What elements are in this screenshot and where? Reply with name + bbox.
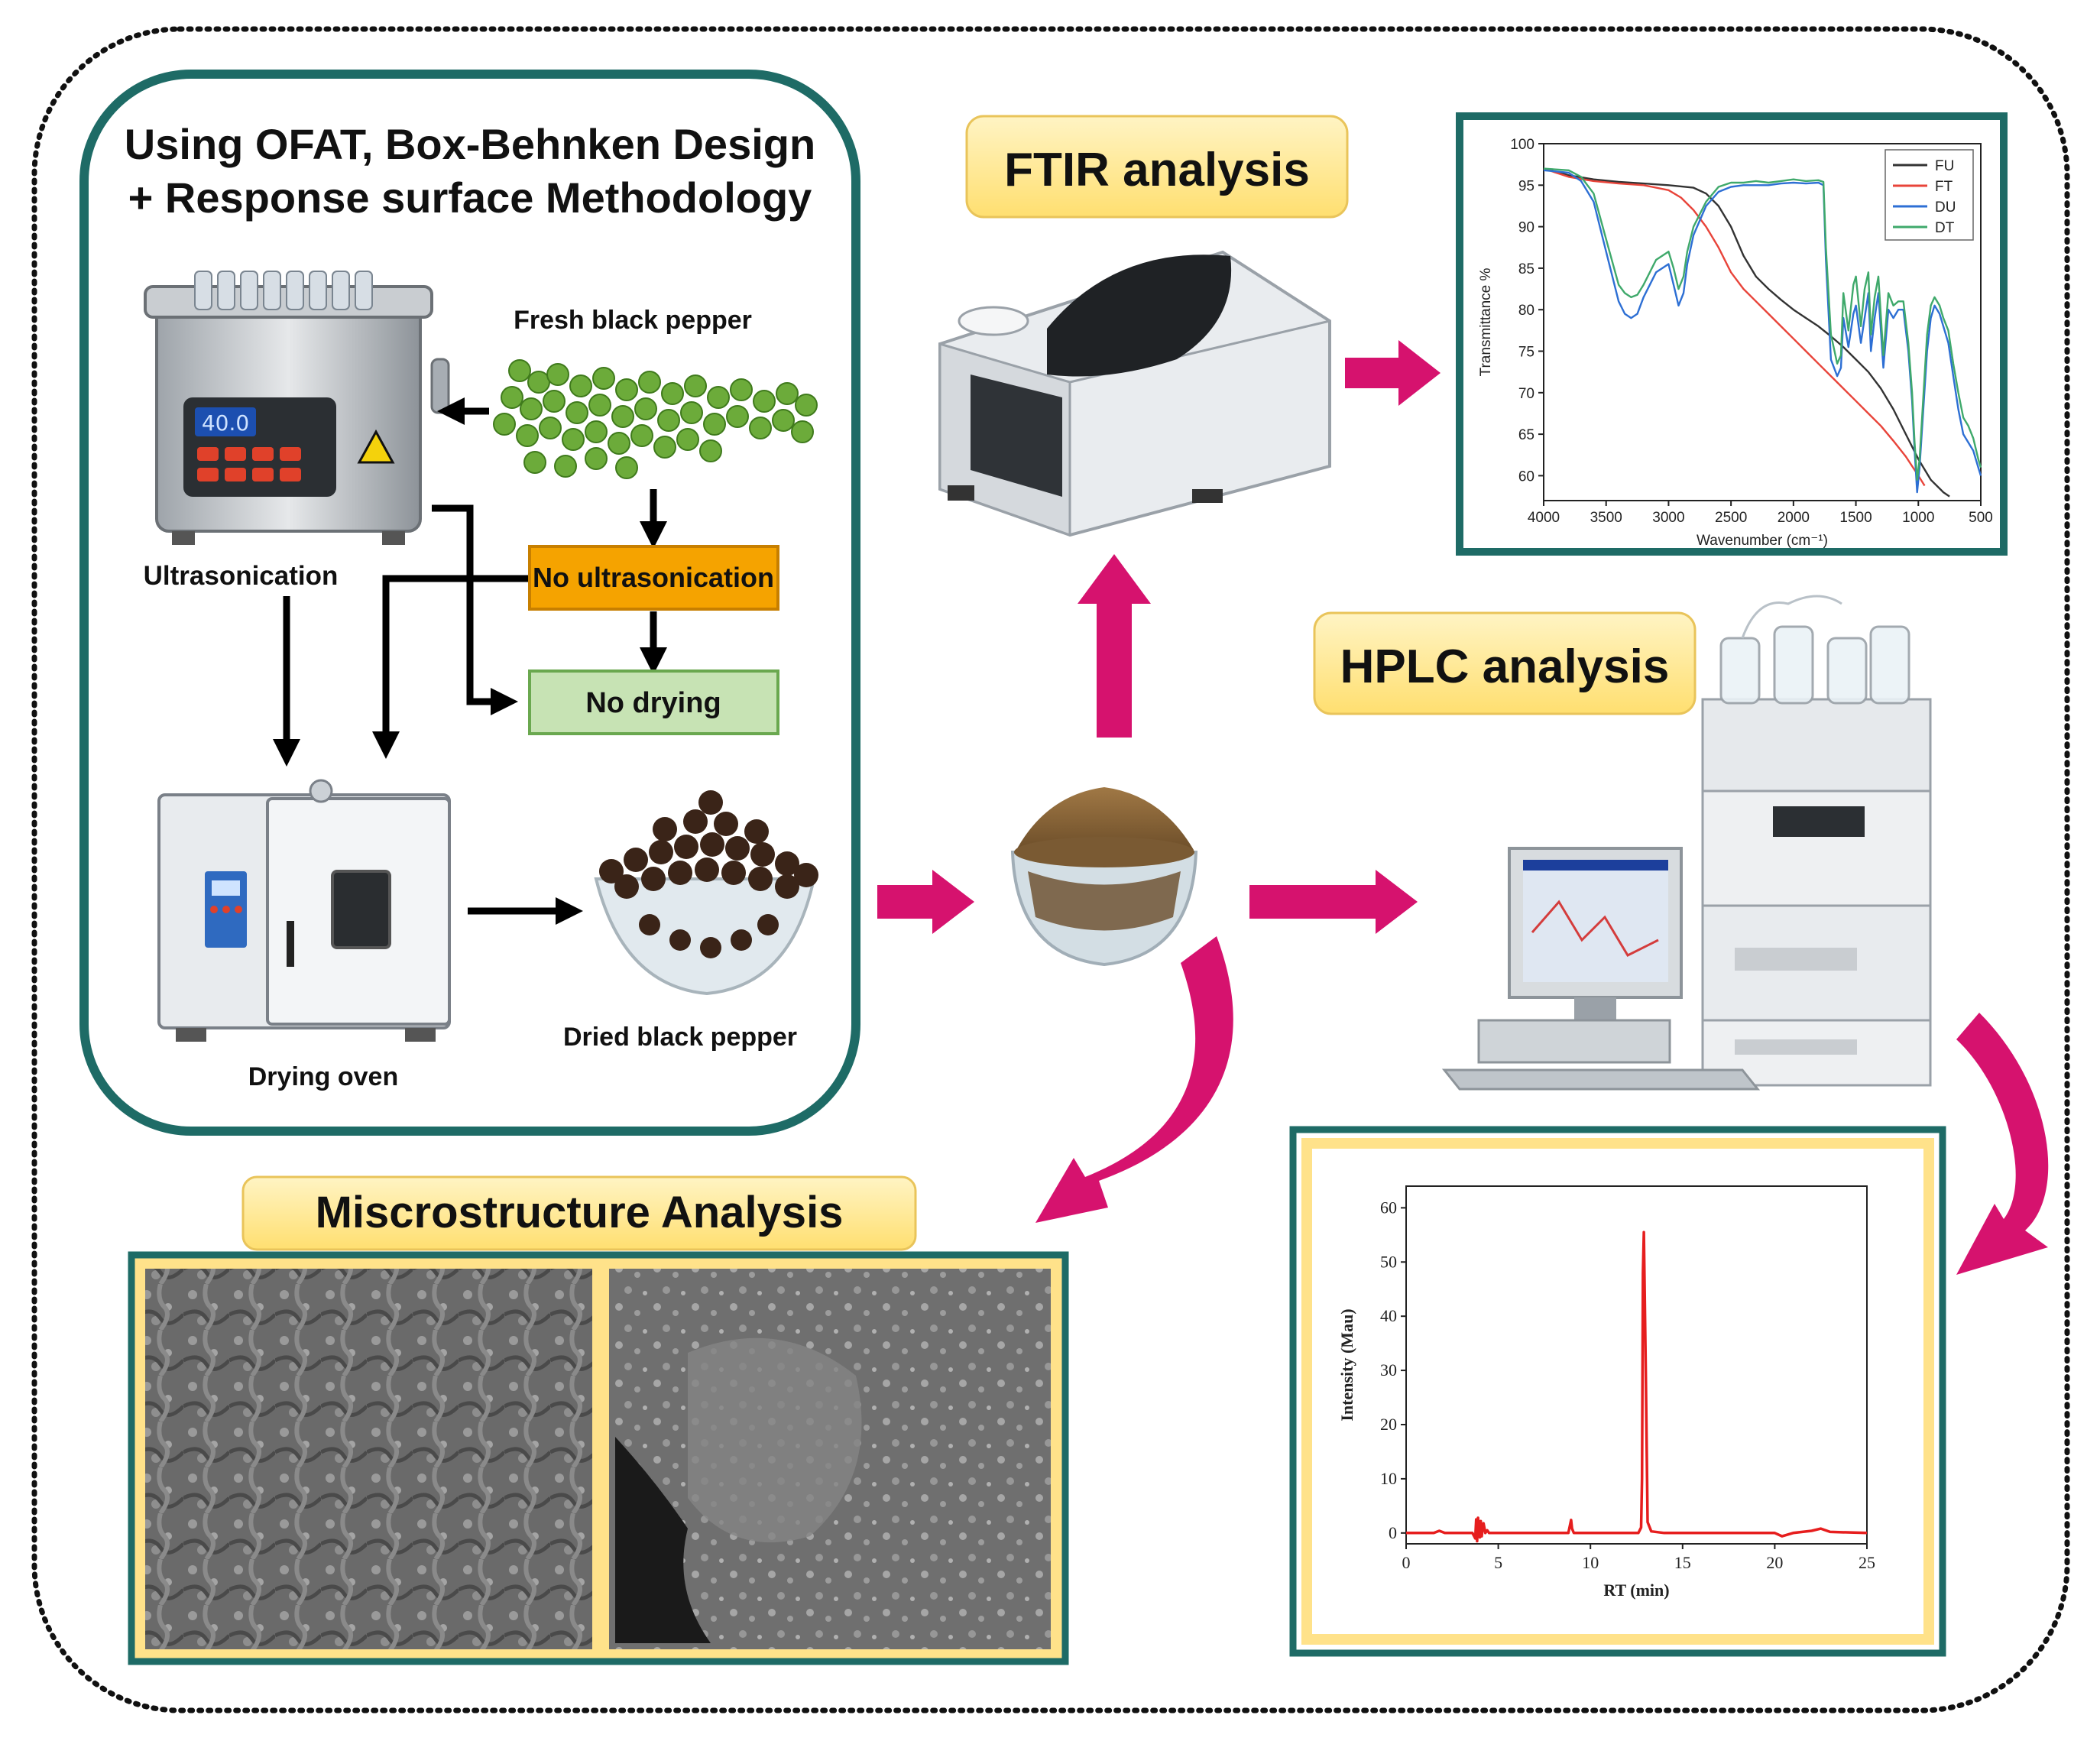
arrow-ftir-to-spectrum (1345, 340, 1441, 406)
x-tick-label: 4000 (1528, 510, 1560, 526)
x-tick-label: 3000 (1652, 510, 1684, 526)
ultrasonic-bath-image: 40.0 (144, 271, 450, 545)
x-tick-label: 10 (1582, 1553, 1599, 1572)
plot-area-border (1405, 1185, 1868, 1545)
no-drying-box (528, 669, 779, 735)
ftir-spectrum-chart: 4000 3500 3000 2500 2000 1500 1000 500 60 65 70 75 8… (1478, 137, 1993, 549)
y-tick-label: 75 (1518, 345, 1534, 361)
hplc-chart-inner-frame (1301, 1138, 1934, 1645)
sem-right-dark-crevice (615, 1437, 711, 1643)
x-tick-label: 1500 (1839, 510, 1872, 526)
hplc-title-box: HPLC analysis (1313, 611, 1697, 715)
legend-label: DT (1935, 220, 1955, 236)
fresh-pepper-image (493, 359, 818, 479)
x-tick-label: 25 (1859, 1553, 1875, 1572)
series-line-du (1543, 169, 1982, 494)
x-tick-label: 500 (1969, 510, 1993, 526)
microstructure-title-box: Miscrostructure Analysis (241, 1175, 917, 1251)
y-tick-label: 40 (1380, 1306, 1397, 1325)
no-drying-label: No drying (585, 687, 721, 719)
y-tick-label: 100 (1510, 137, 1534, 153)
series-line-0 (1406, 1230, 1868, 1543)
sem-image-left (145, 1269, 592, 1649)
y-axis-label: Transmittance % (1478, 267, 1494, 376)
y-tick-label: 60 (1380, 1198, 1397, 1217)
y-tick-label: 85 (1518, 261, 1534, 277)
series-line-dt (1543, 167, 1982, 481)
dried-pepper-image (594, 790, 818, 996)
bath-display-readout: 40.0 (202, 410, 249, 436)
x-tick-label: 1000 (1902, 510, 1934, 526)
y-tick-label: 10 (1380, 1469, 1397, 1488)
no-ultrasonication-label: No ultrasonication (533, 562, 774, 593)
y-tick-label: 70 (1518, 386, 1534, 402)
outer-dotted-frame (31, 26, 2070, 1713)
hplc-title: HPLC analysis (1340, 640, 1670, 693)
y-tick-label: 90 (1518, 220, 1534, 236)
legend-label: FT (1935, 179, 1953, 195)
ftir-title: FTIR analysis (1004, 144, 1310, 196)
series-line-fu (1543, 167, 1950, 498)
magenta-flow-arrows (877, 340, 2049, 1275)
arrow-panel-to-powder (877, 870, 974, 934)
y-tick-label: 65 (1518, 427, 1534, 443)
ultrasonication-label: Ultrasonication (144, 561, 339, 591)
y-tick-label: 95 (1518, 178, 1534, 194)
arrow-hplc-to-chromatogram (1956, 1013, 2049, 1275)
dried-pepper-label: Dried black pepper (563, 1023, 797, 1052)
panel-title-line1: Using OFAT, Box-Behnken Design (125, 120, 815, 168)
fresh-pepper-label: Fresh black pepper (514, 306, 752, 335)
x-tick-label: 0 (1402, 1553, 1411, 1572)
hplc-system-image (1441, 595, 1932, 1091)
no-ultrasonication-box (528, 545, 779, 611)
y-tick-label: 50 (1380, 1252, 1397, 1271)
x-tick-label: 2500 (1715, 510, 1747, 526)
ground-pepper-powder-image (1010, 787, 1198, 967)
ftir-title-box: FTIR analysis (965, 115, 1349, 219)
x-axis-label: Wavenumber (cm⁻¹) (1697, 533, 1828, 549)
x-tick-label: 2000 (1778, 510, 1810, 526)
arrow-powder-to-ftir (1078, 554, 1151, 738)
y-tick-label: 60 (1518, 468, 1534, 485)
y-tick-label: 20 (1380, 1415, 1397, 1434)
drying-oven-label: Drying oven (248, 1062, 398, 1091)
x-tick-label: 15 (1674, 1553, 1691, 1572)
arrow-powder-to-hplc (1249, 870, 1418, 934)
y-tick-label: 0 (1389, 1523, 1397, 1542)
hplc-chromatogram-chart: 0 5 10 15 20 25 0 10 20 30 40 50 60 RT (min) Intensity… (1337, 1185, 1875, 1600)
y-tick-label: 80 (1518, 303, 1534, 319)
arrow-powder-to-microstructure (1035, 936, 1233, 1223)
process-arrows (273, 397, 667, 925)
legend-label: FU (1935, 158, 1954, 174)
drying-oven-image (157, 779, 451, 1042)
sem-right-plate (688, 1337, 862, 1543)
y-axis-label: Intensity (Mau) (1337, 1308, 1356, 1421)
plot-area-border (1543, 143, 1982, 501)
legend-label: DU (1935, 199, 1956, 216)
microstructure-title: Miscrostructure Analysis (316, 1188, 844, 1237)
panel-title-line2: + Response surface Methodology (128, 173, 812, 222)
x-tick-label: 3500 (1590, 510, 1622, 526)
x-tick-label: 5 (1494, 1553, 1502, 1572)
x-axis-label: RT (min) (1603, 1581, 1669, 1600)
y-tick-label: 30 (1380, 1360, 1397, 1380)
x-tick-label: 20 (1766, 1553, 1783, 1572)
ftir-instrument-image (938, 250, 1331, 537)
left-process-panel: Using OFAT, Box-Behnken Design + Respons… (79, 70, 860, 1136)
series-line-ft (1543, 167, 1926, 487)
